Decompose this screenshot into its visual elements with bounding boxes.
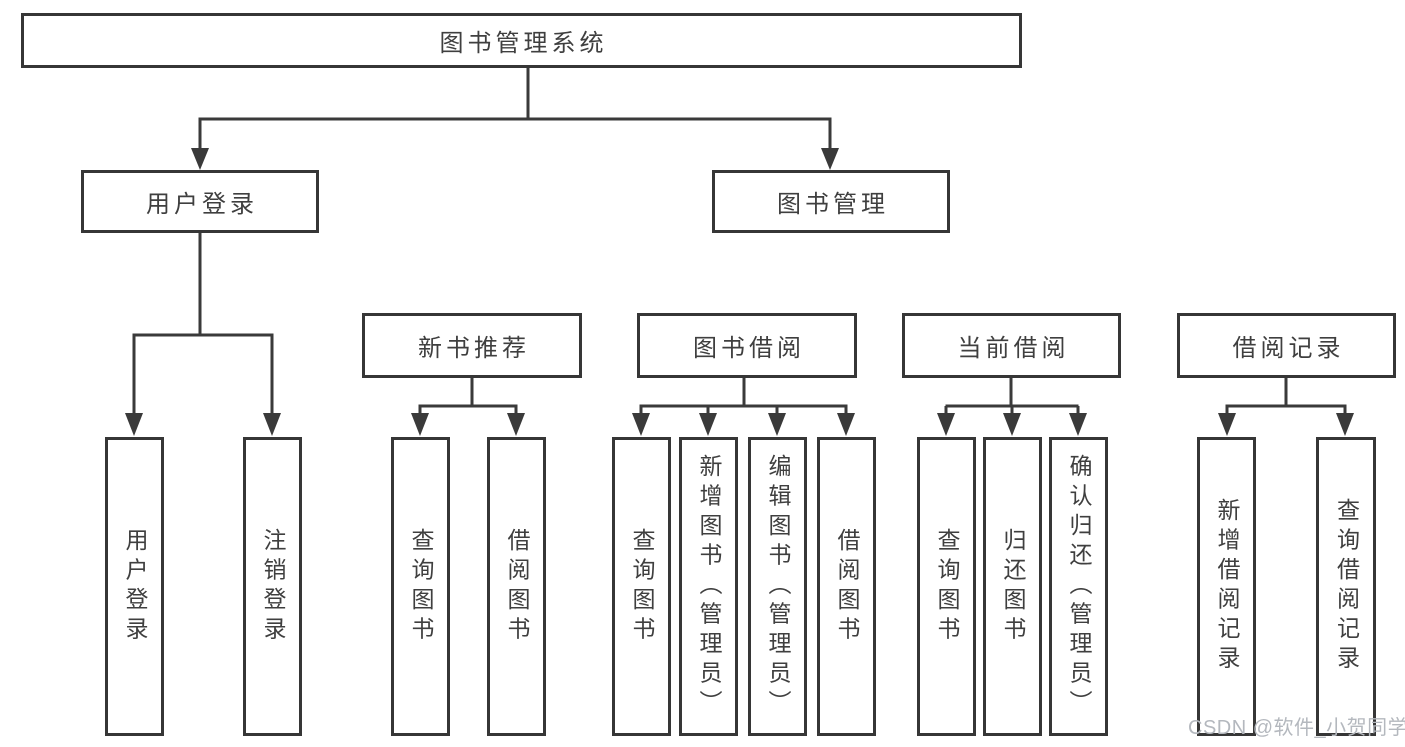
node-user-login: 用户登录 (81, 170, 319, 233)
node-label: 图书管理 (777, 191, 889, 218)
leaf-label: 确认归还（管理员） (1066, 454, 1092, 719)
leaf-logout-login: 注销登录 (243, 437, 302, 736)
leaf-edit-book-admin: 编辑图书（管理员） (748, 437, 807, 736)
leaf-label: 查询图书 (629, 527, 655, 646)
leaf-return-book: 归还图书 (983, 437, 1042, 736)
leaf-query-book-current: 查询图书 (917, 437, 976, 736)
connector-current-to-leaves (937, 378, 1087, 436)
leaf-label: 归还图书 (1000, 527, 1026, 646)
connector-recommend-to-leaves (411, 378, 525, 436)
leaf-label: 新增借阅记录 (1214, 498, 1240, 675)
connector-record-to-leaves (1218, 378, 1354, 436)
connector-borrow-to-leaves (632, 378, 855, 436)
leaf-label: 查询图书 (408, 527, 434, 646)
leaf-label: 新增图书（管理员） (696, 454, 722, 719)
node-label: 当前借阅 (957, 335, 1070, 362)
node-current-borrow: 当前借阅 (902, 313, 1121, 378)
node-label: 用户登录 (146, 191, 258, 218)
node-book-management: 图书管理 (712, 170, 950, 233)
connector-login-to-leaves (125, 233, 281, 436)
node-new-book-recommend: 新书推荐 (362, 313, 582, 378)
node-label: 新书推荐 (418, 335, 530, 362)
leaf-query-borrow-record: 查询借阅记录 (1316, 437, 1376, 736)
leaf-label: 查询图书 (934, 527, 960, 646)
connector-root-to-level1 (191, 68, 839, 170)
leaf-add-book-admin: 新增图书（管理员） (679, 437, 738, 736)
leaf-label: 借阅图书 (834, 527, 860, 646)
leaf-add-borrow-record: 新增借阅记录 (1197, 437, 1256, 736)
leaf-confirm-return-admin: 确认归还（管理员） (1049, 437, 1108, 736)
watermark: CSDN @软件_小贺同学 (1188, 717, 1405, 739)
node-book-borrow: 图书借阅 (637, 313, 857, 378)
leaf-label: 借阅图书 (504, 527, 530, 646)
node-borrow-record: 借阅记录 (1177, 313, 1396, 378)
leaf-borrow-book: 借阅图书 (817, 437, 876, 736)
leaf-borrow-book-recommend: 借阅图书 (487, 437, 546, 736)
node-label: 图书借阅 (693, 335, 805, 362)
node-label: 图书管理系统 (439, 30, 608, 57)
node-library-management-system: 图书管理系统 (21, 13, 1022, 68)
leaf-query-book-borrow: 查询图书 (612, 437, 671, 736)
node-label: 借阅记录 (1232, 335, 1345, 362)
leaf-label: 编辑图书（管理员） (765, 454, 791, 719)
leaf-label: 查询借阅记录 (1333, 498, 1360, 675)
leaf-label: 注销登录 (260, 527, 286, 646)
leaf-user-login: 用户登录 (105, 437, 164, 736)
leaf-label: 用户登录 (122, 527, 148, 646)
leaf-query-book-recommend: 查询图书 (391, 437, 450, 736)
